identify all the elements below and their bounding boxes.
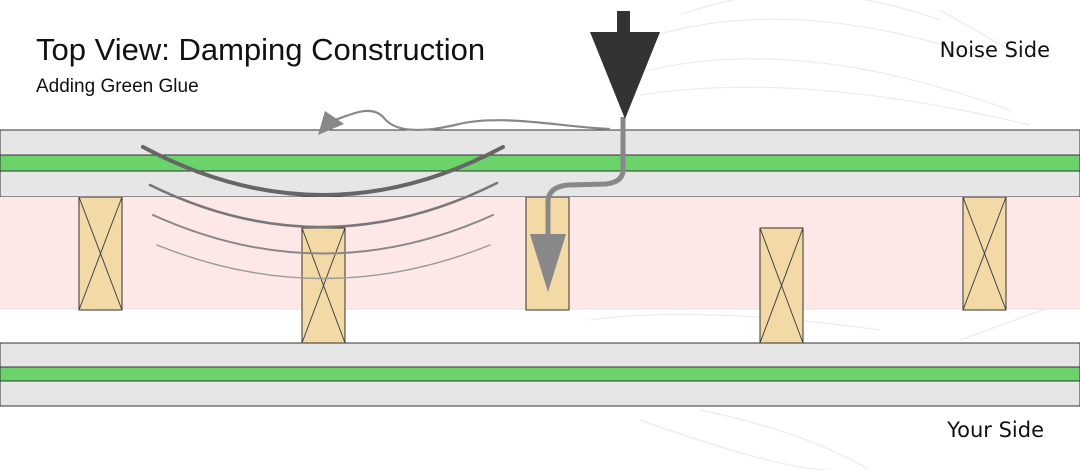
stud-2 bbox=[301, 227, 346, 344]
stud-1 bbox=[78, 196, 123, 311]
bottom-drywall-inner bbox=[0, 342, 1080, 368]
vibration-arc-1 bbox=[141, 145, 505, 197]
stud-4 bbox=[759, 227, 804, 344]
vibration-arc-3 bbox=[152, 214, 494, 255]
bottom-green-glue-layer bbox=[0, 366, 1080, 382]
your-side-label: Your Side bbox=[947, 418, 1044, 442]
top-drywall-inner bbox=[0, 170, 1080, 198]
transmitted-sound-arrow bbox=[530, 117, 626, 292]
incoming-noise-arrow bbox=[590, 11, 660, 119]
noise-side-label: Noise Side bbox=[939, 38, 1050, 62]
vibration-arc-2 bbox=[148, 181, 499, 229]
bottom-drywall-outer bbox=[0, 380, 1080, 407]
reflected-sound-arrow bbox=[318, 109, 611, 135]
background-wave-arcs bbox=[589, 0, 1071, 470]
damped-vibration-waves bbox=[141, 145, 505, 280]
vibration-arc-4 bbox=[156, 244, 491, 280]
diagram-subtitle: Adding Green Glue bbox=[36, 76, 199, 97]
stud-5 bbox=[962, 196, 1007, 311]
top-drywall-outer bbox=[0, 129, 1080, 156]
diagram-title: Top View: Damping Construction bbox=[36, 32, 486, 67]
